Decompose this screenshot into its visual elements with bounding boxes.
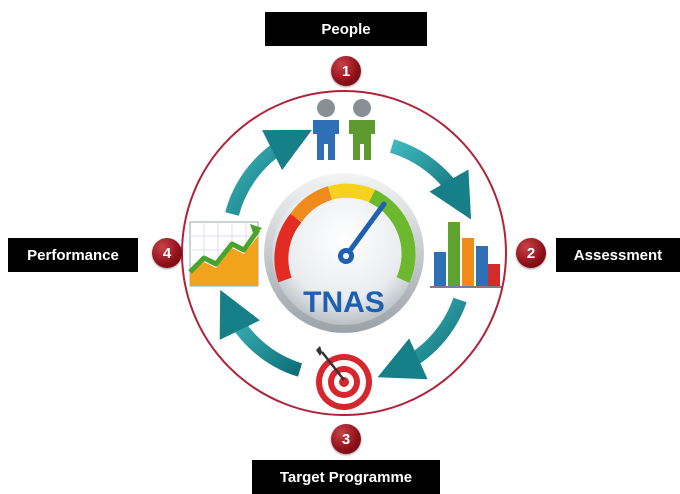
growth-chart-icon	[188, 221, 262, 287]
step-badge-4: 4	[152, 238, 182, 268]
tnas-gauge: TNAS	[264, 173, 424, 333]
gauge-needle	[343, 201, 387, 259]
gauge-arc-orange	[290, 186, 333, 223]
step-label-assessment: Assessment	[556, 238, 680, 272]
step-label-performance: Performance	[8, 238, 138, 272]
gauge-arc-red	[274, 213, 302, 283]
people-icon	[313, 99, 375, 160]
arrow-people-to-assessment	[389, 139, 472, 220]
center-label: TNAS	[303, 286, 385, 319]
step-badge-3: 3	[331, 424, 361, 454]
outer-ring	[181, 90, 507, 416]
step-badge-2: 2	[516, 238, 546, 268]
step-badge-1: 1	[331, 56, 361, 86]
bar-chart-icon	[430, 222, 502, 288]
gauge-arc-yellow	[328, 183, 375, 203]
arrow-assessment-to-target	[377, 297, 467, 380]
cycle-arrows	[219, 129, 472, 380]
target-icon	[316, 346, 372, 410]
step-label-people: People	[265, 12, 427, 46]
step-label-target-programme: Target Programme	[252, 460, 440, 494]
arrow-performance-to-people	[225, 129, 313, 216]
arrow-target-to-performance	[219, 289, 303, 377]
